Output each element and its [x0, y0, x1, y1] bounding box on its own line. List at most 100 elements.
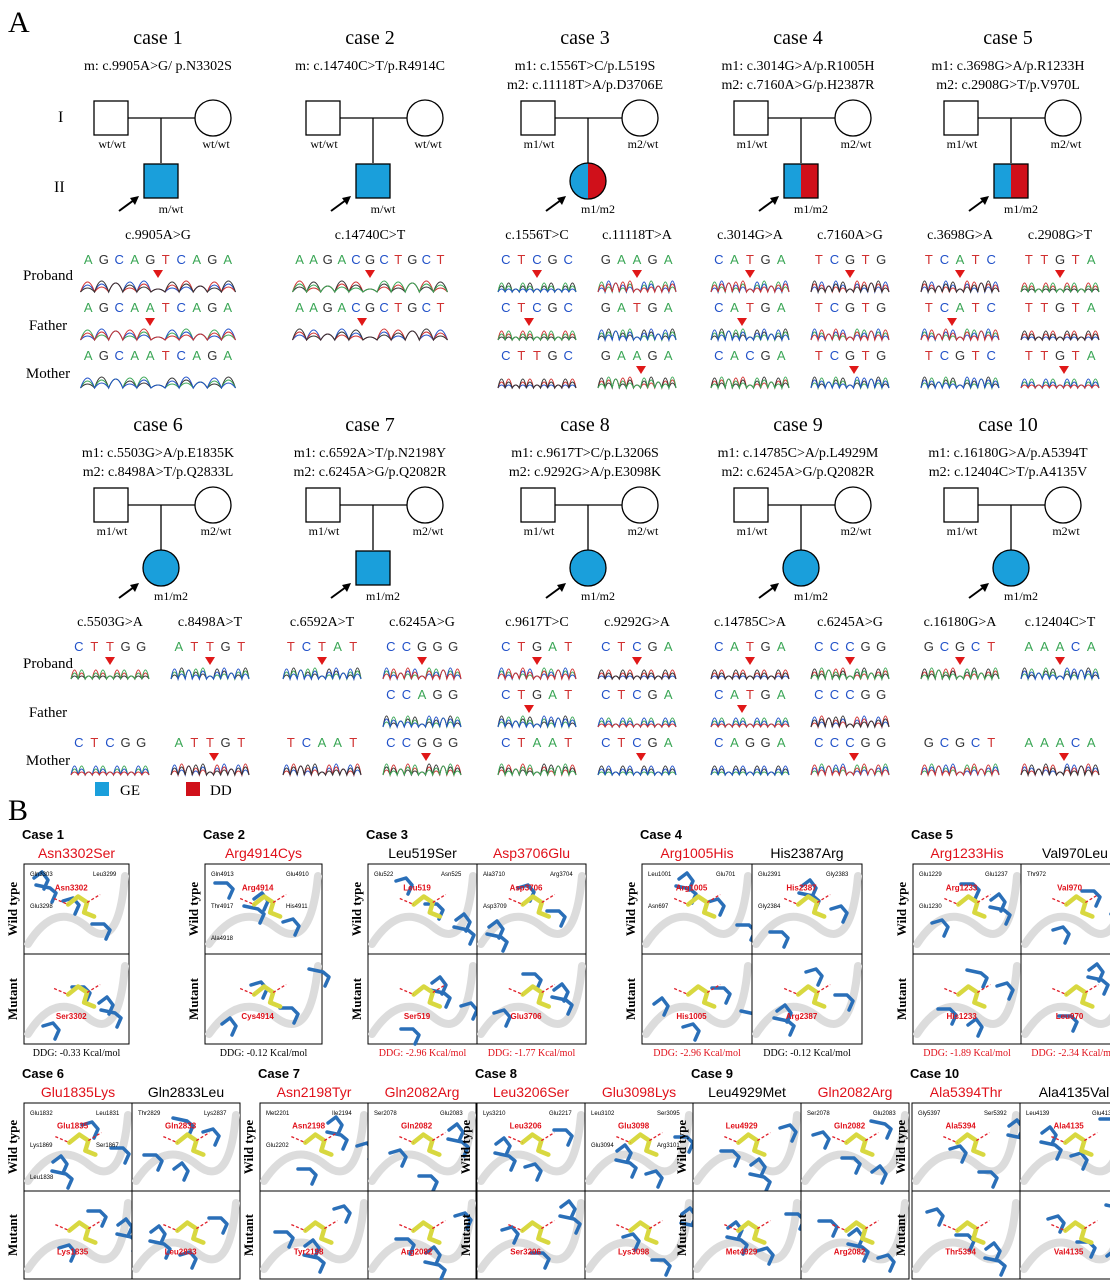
base-letter-C: C [302, 639, 311, 654]
trace-line [497, 715, 577, 729]
trace-line [597, 723, 677, 728]
variant-label: m1: c.3014G>A/p.R1005H [722, 59, 875, 74]
variant-marker [365, 270, 375, 278]
proband-symbol [355, 163, 391, 199]
residue-stick [811, 1130, 831, 1150]
neighbor-residue-label: Ser3095 [657, 1111, 680, 1117]
proband-arrow [545, 199, 562, 212]
trace-line [920, 376, 1000, 390]
ribbon [1021, 1002, 1110, 1038]
wildtype-residue-label: Leu3206 [510, 1122, 543, 1131]
base-letter-G: G [601, 252, 611, 267]
base-letter-T: T [517, 735, 525, 750]
hydrogen-bond [832, 1220, 879, 1232]
trace-line [1020, 330, 1100, 342]
molecule-render [1021, 962, 1110, 1038]
base-letter-C: C [501, 300, 510, 315]
case-title: case 7 [345, 414, 394, 436]
base-letter-G: G [761, 639, 771, 654]
trace-line [292, 280, 448, 294]
variant-marker [845, 270, 855, 278]
father-genotype: m1/wt [947, 524, 978, 538]
ribbon [585, 1111, 693, 1185]
proband-fill-right [1011, 164, 1028, 198]
residue-stick [775, 1003, 793, 1024]
base-letter-G: G [648, 348, 658, 363]
proband-genotype: m1/m2 [794, 202, 828, 216]
variant-label: m1: c.5503G>A/p.E1835K [82, 446, 234, 461]
wildtype-box [584, 1102, 694, 1192]
variant-marker [532, 657, 542, 665]
structure-title: Arg1005His [660, 845, 733, 861]
base-letter-A: A [130, 348, 139, 363]
structure-title: Glu3098Lys [602, 1084, 676, 1100]
residue-stick [1098, 1117, 1110, 1121]
mutant-residue-label: Arg2082 [401, 1247, 433, 1256]
variant-marker [357, 318, 367, 326]
neighbor-residue-label: Glu1832 [30, 1111, 53, 1117]
mutant-side-label: Mutant [5, 977, 20, 1020]
neighbor-residue-label: Glu1230 [919, 904, 942, 910]
ribbon [24, 1111, 132, 1185]
structure-case-label: Case 10 [910, 1066, 959, 1081]
ribbon [368, 962, 477, 1038]
ribbon [24, 1199, 132, 1273]
wildtype-box [800, 1102, 910, 1192]
residue-stick [550, 995, 574, 1016]
wildtype-residue-label: Leu4929 [726, 1122, 759, 1131]
neighbor-residue-label: Thr4917 [211, 904, 234, 910]
neighbor-residue-label: Glu2083 [440, 1111, 463, 1117]
base-letter-A: A [130, 252, 139, 267]
base-letter-G: G [433, 639, 443, 654]
base-letter-A: A [633, 252, 642, 267]
row-label: Mother [26, 366, 70, 382]
wildtype-residue-label: Asp3706 [510, 884, 543, 893]
proband-arrow [758, 199, 775, 212]
father-symbol [93, 487, 129, 523]
molecule-render [477, 1111, 585, 1185]
mutant-residue-label: Thr5394 [945, 1247, 976, 1256]
base-letter-G: G [601, 348, 611, 363]
base-letter-T: T [1072, 348, 1080, 363]
base-letter-T: T [925, 252, 933, 267]
residue-stick [948, 1144, 968, 1164]
ddg-value: DDG: -1.89 Kcal/mol [923, 1048, 1011, 1059]
structure-title: Asn2198Tyr [277, 1084, 352, 1100]
father-genotype: wt/wt [310, 137, 338, 151]
structure-title: Ala4135Val [1039, 1084, 1110, 1100]
molecule-render [368, 1199, 476, 1281]
neighbor-residue-label: Leu1001 [648, 872, 672, 878]
base-letter-T: T [815, 300, 823, 315]
hydrogen-bond [399, 893, 447, 906]
base-letter-T: T [972, 300, 980, 315]
variant-marker [209, 753, 219, 761]
base-letter-C: C [714, 348, 723, 363]
wild-type-side-label: Wild type [623, 882, 638, 937]
residue-stick [142, 1153, 164, 1172]
base-letter-G: G [417, 735, 427, 750]
base-letter-T: T [349, 735, 357, 750]
base-letter-C: C [830, 639, 839, 654]
residue-stick [552, 982, 570, 1003]
variant-label: m2: c.9292G>A/p.E3098K [509, 465, 661, 480]
wild-type-side-label: Wild type [893, 1120, 908, 1175]
base-letter-A: A [730, 735, 739, 750]
neighbor-residue-label: Glu1229 [919, 872, 942, 878]
mutant-residue-label: Ser3206 [510, 1247, 541, 1256]
base-letter-A: A [664, 348, 673, 363]
residue-stick [178, 1250, 198, 1270]
ribbon [132, 1199, 240, 1273]
trace-line [1020, 282, 1100, 294]
neighbor-residue-label: Lys3210 [483, 1111, 506, 1117]
residue-stick [1040, 1125, 1058, 1146]
